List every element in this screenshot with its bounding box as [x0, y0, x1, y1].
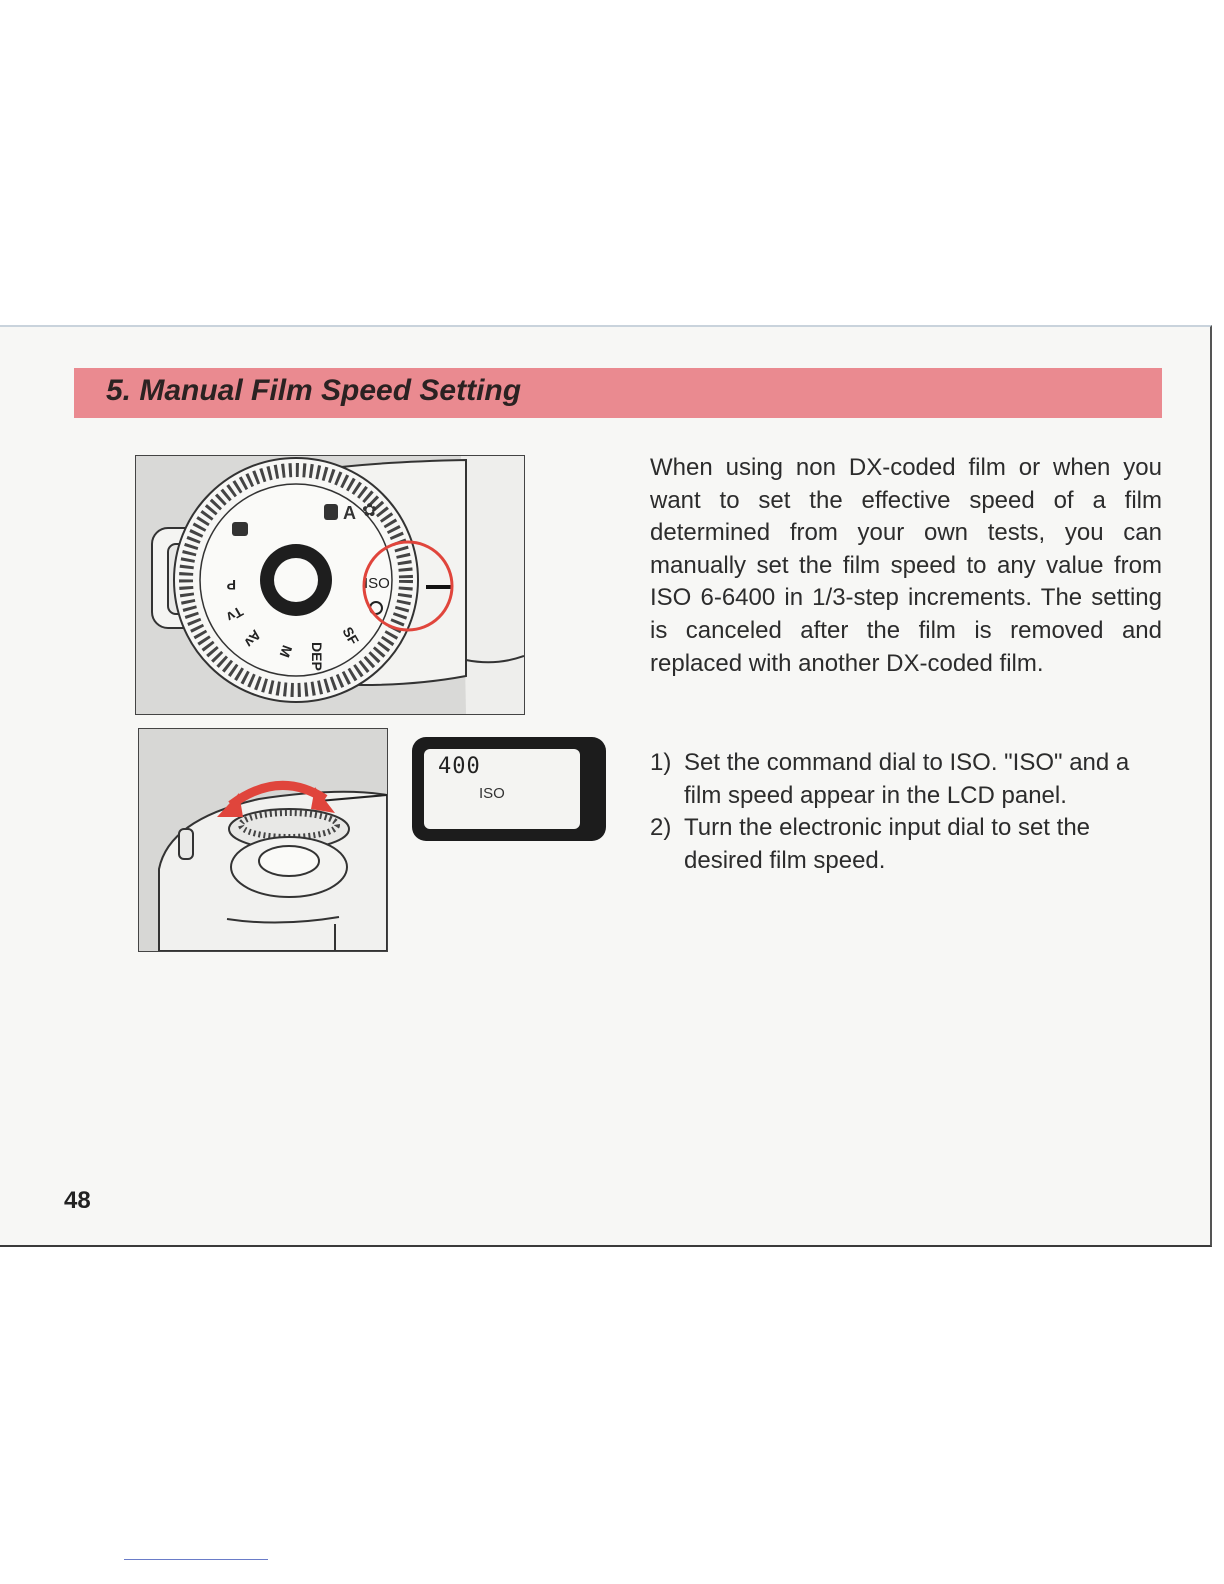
- dial-label-p: P: [227, 577, 236, 593]
- manual-page: 5. Manual Film Speed Setting A ✿ ISO: [0, 325, 1212, 1247]
- input-dial-illustration: [138, 728, 388, 952]
- bottom-rule: [124, 1559, 268, 1560]
- step-number: 2): [650, 814, 672, 842]
- step-text: Set the command dial to ISO. "ISO" and a…: [684, 749, 1130, 809]
- dial-label-sf: SF: [339, 624, 362, 648]
- svg-text:✿: ✿: [362, 500, 377, 520]
- step-number: 1): [650, 749, 672, 776]
- lcd-frame: [412, 737, 606, 841]
- list-item: 1) Set the command dial to ISO. "ISO" an…: [650, 747, 1162, 812]
- iso-highlight-circle: [362, 540, 454, 632]
- command-dial-drawing: A ✿ ISO DEP SF M Av Tv P: [136, 456, 524, 714]
- lcd-iso-label: ISO: [479, 785, 505, 802]
- section-title-band: 5. Manual Film Speed Setting: [74, 368, 1162, 418]
- dial-label-iso: ISO: [364, 575, 390, 592]
- dial-label-tv: Tv: [224, 603, 246, 625]
- steps-list: 1) Set the command dial to ISO. "ISO" an…: [650, 747, 1162, 877]
- lcd-film-speed-value: 400: [438, 754, 481, 779]
- command-dial-illustration: A ✿ ISO DEP SF M Av Tv P: [135, 455, 525, 715]
- step-text: Turn the electronic input dial to set th…: [684, 814, 1091, 874]
- svg-text:A: A: [343, 503, 356, 523]
- dial-label-dep: DEP: [309, 642, 325, 671]
- input-dial-drawing: [139, 729, 387, 951]
- dial-label-m: M: [277, 643, 296, 659]
- page-number: 48: [64, 1187, 91, 1214]
- list-item: 2) Turn the electronic input dial to set…: [650, 812, 1162, 877]
- lcd-panel-illustration: 400 ISO: [410, 735, 608, 843]
- intro-paragraph: When using non DX-coded film or when you…: [650, 454, 1162, 677]
- section-title: 5. Manual Film Speed Setting: [106, 374, 522, 407]
